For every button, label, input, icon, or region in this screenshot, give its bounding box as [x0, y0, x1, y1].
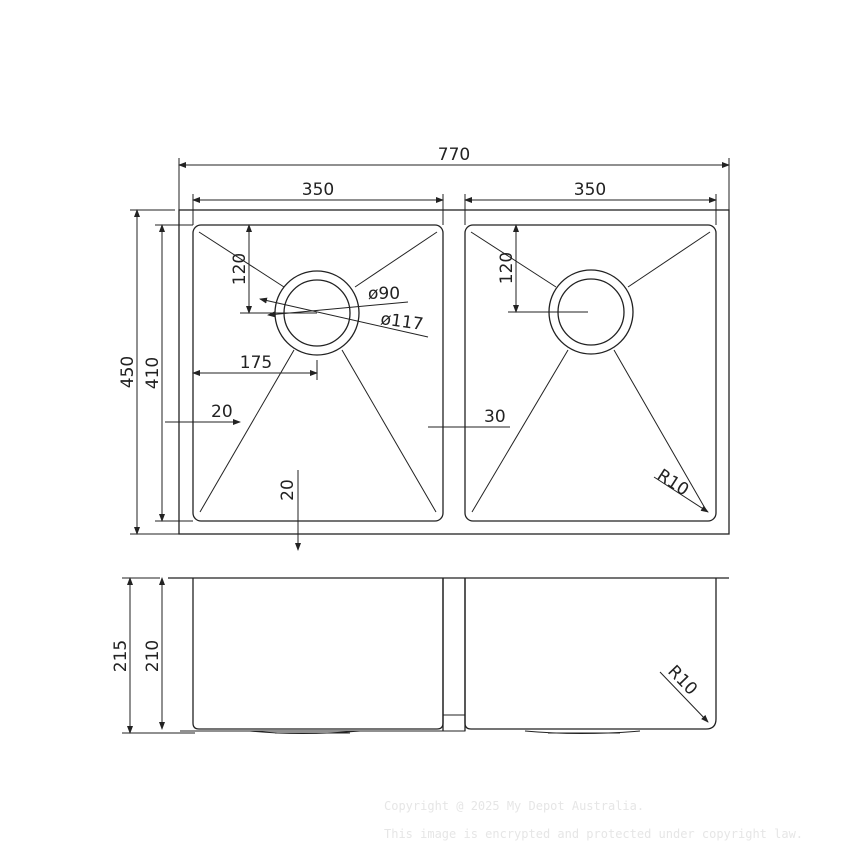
right-bowl — [464, 224, 717, 522]
dim-overall-height: 215 — [111, 640, 131, 672]
dim-bowl-depth: 410 — [143, 357, 163, 389]
side-view: 215 210 R10 — [111, 577, 729, 734]
dim-overall-depth: 450 — [118, 356, 138, 388]
dim-waste-center: 175 — [240, 353, 272, 373]
dim-waste-offset-left: 120 — [230, 253, 250, 285]
dim-corner-radius: R10 — [653, 465, 692, 500]
dim-bowl-height: 210 — [143, 640, 163, 672]
dim-side-flange: 20 — [211, 402, 233, 422]
sink-outline — [178, 209, 730, 535]
dim-waste-inner-dia: ø90 — [368, 284, 400, 304]
dim-bottom-flange: 20 — [278, 479, 298, 501]
dim-overall-width: 770 — [438, 145, 470, 165]
copyright-watermark: Copyright @ 2025 My Depot Australia. — [384, 799, 644, 813]
dim-side-corner-radius: R10 — [663, 662, 701, 700]
dim-right-bowl-width: 350 — [574, 180, 606, 200]
dim-left-bowl-width: 350 — [302, 180, 334, 200]
dim-waste-outer-dia: ø117 — [379, 309, 424, 335]
protection-watermark: This image is encrypted and protected un… — [384, 827, 803, 841]
dim-center-divider: 30 — [484, 407, 506, 427]
top-view: 770 350 350 450 410 120 ø90 ø117 175 — [118, 145, 730, 551]
dim-waste-offset-right: 120 — [497, 252, 517, 284]
